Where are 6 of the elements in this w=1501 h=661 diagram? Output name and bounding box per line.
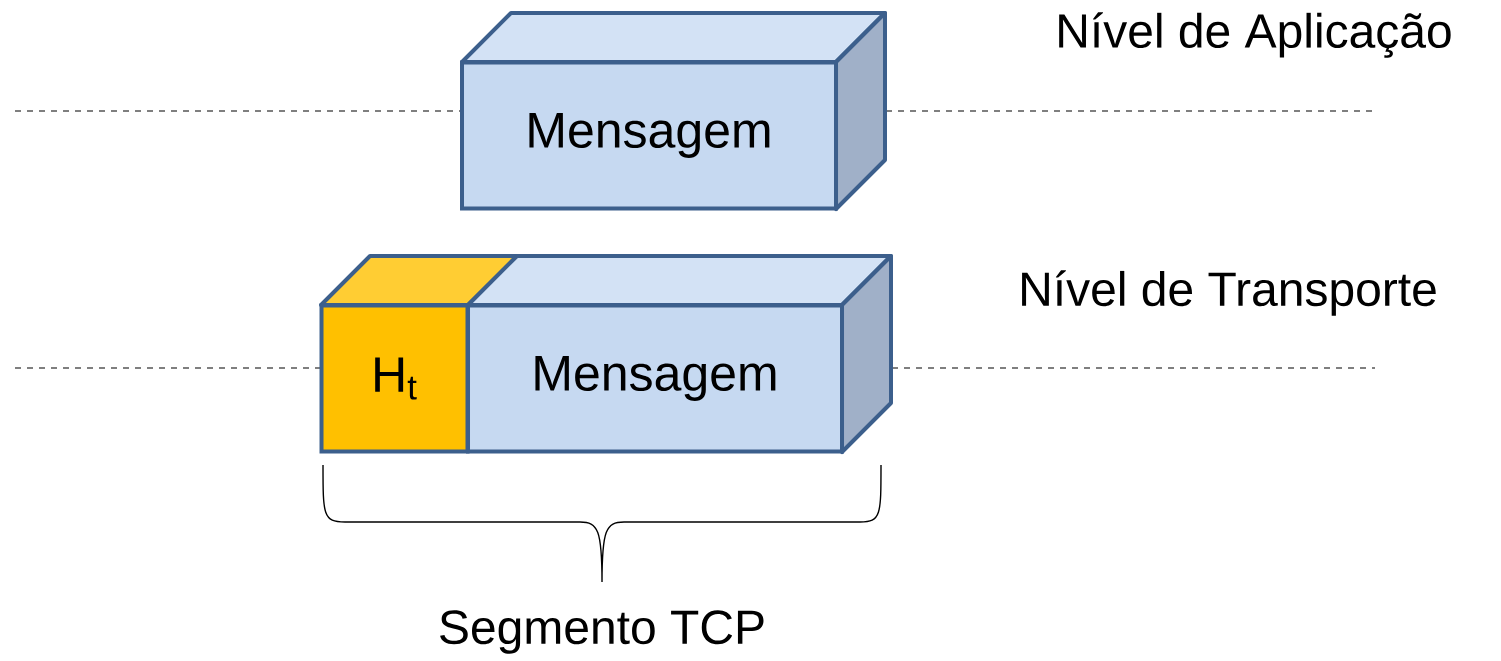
- layer-label: Nível de Transporte: [1022, 270, 1436, 316]
- layer-label: Segmento TCP: [440, 610, 764, 654]
- box: Mensagem: [460, 11, 887, 211]
- box: Mensagem: [466, 254, 893, 454]
- layer-label: Nível de Aplicação: [1059, 12, 1451, 58]
- box: H$_{t}$: [319, 254, 519, 454]
